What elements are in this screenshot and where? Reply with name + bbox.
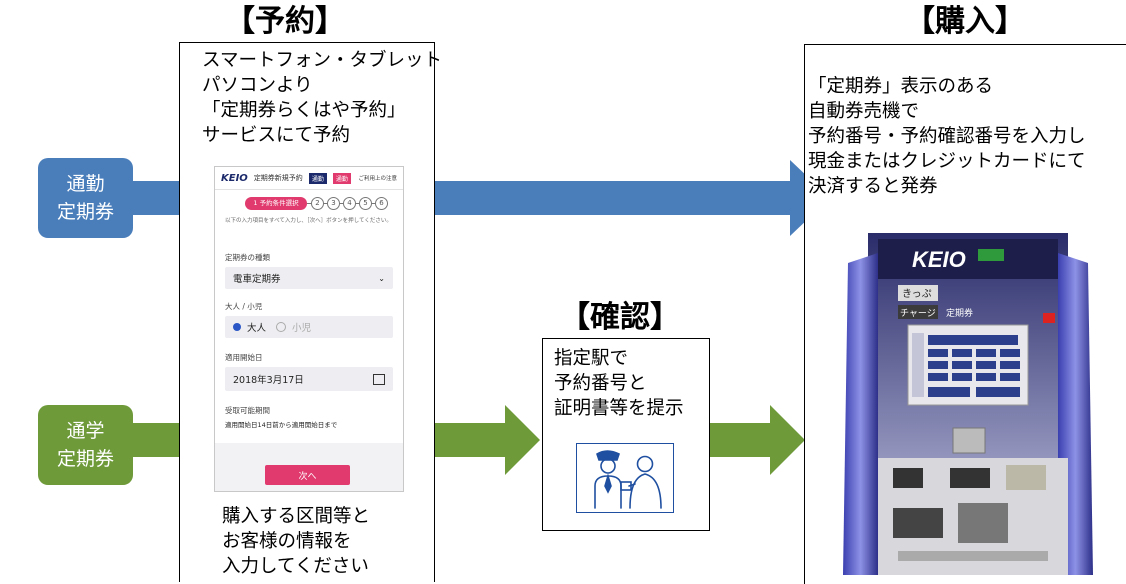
- school-arrow-to-purchase: [708, 405, 805, 475]
- age-label: 大人 / 小児: [225, 302, 263, 311]
- confirm-line-1: 指定駅で: [554, 348, 629, 369]
- purchase-line-5: 決済すると発券: [808, 176, 938, 197]
- commute-pass-badge: 通勤 定期券: [38, 158, 133, 238]
- machine-button-ticket: きっぷ: [902, 288, 932, 300]
- phone-header-badge: 通勤: [308, 172, 327, 184]
- reserve-text: スマートフォン・タブレット パソコンより 「定期券らくはや予約」 サービスにて予…: [202, 48, 442, 148]
- phone-header-badge-2: 通勤: [332, 172, 351, 184]
- next-button[interactable]: 次へ: [265, 465, 350, 485]
- phone-logo: KEIO: [221, 172, 248, 184]
- purchase-line-4: 現金またはクレジットカードにて: [808, 151, 1086, 172]
- reserve-bottom-line-2: お客様の情報を: [222, 531, 352, 552]
- step-4: 4: [343, 197, 356, 210]
- reserve-line-3: 「定期券らくはや予約」: [202, 100, 406, 121]
- chevron-down-icon: ⌄: [378, 273, 385, 283]
- start-date-field[interactable]: 2018年3月17日: [225, 367, 393, 391]
- commute-pass-line-2: 定期券: [56, 201, 114, 223]
- option-child: 小児: [292, 323, 312, 334]
- station-staff-illustration: [576, 443, 674, 513]
- school-pass-badge: 通学 定期券: [38, 405, 133, 485]
- reserve-bottom-line-3: 入力してください: [222, 556, 369, 577]
- phone-header: KEIO 定期券新規予約 通勤 通勤 ご利用上の注意: [215, 167, 403, 190]
- purchase-text: 「定期券」表示のある 自動券売機で 予約番号・予約確認番号を入力し 現金またはク…: [808, 74, 1086, 199]
- age-radio-group: 大人 小児: [225, 316, 393, 338]
- phone-header-title: 定期券新規予約: [253, 174, 303, 182]
- staff-customer-icon: [594, 450, 662, 509]
- calendar-icon: [373, 373, 385, 385]
- ticket-machine-graphic: KEIO きっぷ チャージ 定期券: [843, 233, 1093, 575]
- machine-logo: KEIO: [912, 247, 966, 272]
- phone-stepper: 1 予約条件選択 2 3 4 5 6: [215, 190, 403, 216]
- reserve-line-4: サービスにて予約: [202, 125, 351, 146]
- confirm-line-3: 証明書等を提示: [554, 398, 684, 419]
- pass-type-label: 定期券の種類: [225, 253, 270, 262]
- step-1-active: 1 予約条件選択: [245, 197, 307, 210]
- pass-type-value: 電車定期券: [233, 274, 281, 285]
- receive-period-label: 受取可能期間: [225, 406, 270, 415]
- start-date-value: 2018年3月17日: [233, 375, 304, 386]
- ticket-machine-photo: KEIO きっぷ チャージ 定期券: [838, 233, 1098, 575]
- reserve-line-1: スマートフォン・タブレット: [202, 50, 442, 71]
- phone-screenshot: KEIO 定期券新規予約 通勤 通勤 ご利用上の注意 1 予約条件選択 2 3 …: [214, 166, 404, 492]
- step-3: 3: [327, 197, 340, 210]
- radio-child-icon[interactable]: [276, 322, 287, 332]
- machine-button-pass: 定期券: [946, 307, 973, 319]
- option-adult: 大人: [247, 323, 267, 334]
- confirm-line-2: 予約番号と: [554, 373, 647, 394]
- radio-adult-icon[interactable]: [233, 323, 241, 331]
- phone-header-notice: ご利用上の注意: [358, 176, 397, 182]
- step-6: 6: [375, 197, 388, 210]
- school-pass-line-1: 通学: [66, 420, 105, 442]
- school-pass-line-2: 定期券: [56, 448, 114, 470]
- receive-period-value: 適用開始日14日前から適用開始日まで: [225, 421, 338, 429]
- commute-arrow: [132, 160, 830, 236]
- purchase-heading: 【購入】: [905, 4, 1025, 39]
- confirm-heading: 【確認】: [560, 300, 680, 335]
- purchase-line-2: 自動券売機で: [808, 101, 920, 122]
- reserve-bottom-text: 購入する区間等と お客様の情報を 入力してください: [222, 504, 370, 579]
- pass-type-select[interactable]: 電車定期券 ⌄: [225, 267, 393, 289]
- reserve-line-2: パソコンより: [202, 75, 313, 96]
- step-2: 2: [311, 197, 324, 210]
- purchase-line-1: 「定期券」表示のある: [808, 76, 994, 97]
- step-5: 5: [359, 197, 372, 210]
- purchase-line-3: 予約番号・予約確認番号を入力し: [808, 126, 1086, 147]
- reserve-heading: 【予約】: [225, 4, 345, 39]
- machine-button-charge: チャージ: [900, 308, 936, 319]
- commute-pass-line-1: 通勤: [66, 173, 105, 195]
- reserve-bottom-line-1: 購入する区間等と: [222, 506, 371, 527]
- confirm-text: 指定駅で 予約番号と 証明書等を提示: [554, 346, 684, 421]
- phone-instruction: 以下の入力項目をすべて入力し、［次へ］ボタンを押してください。: [225, 218, 392, 224]
- start-date-label: 適用開始日: [225, 353, 263, 362]
